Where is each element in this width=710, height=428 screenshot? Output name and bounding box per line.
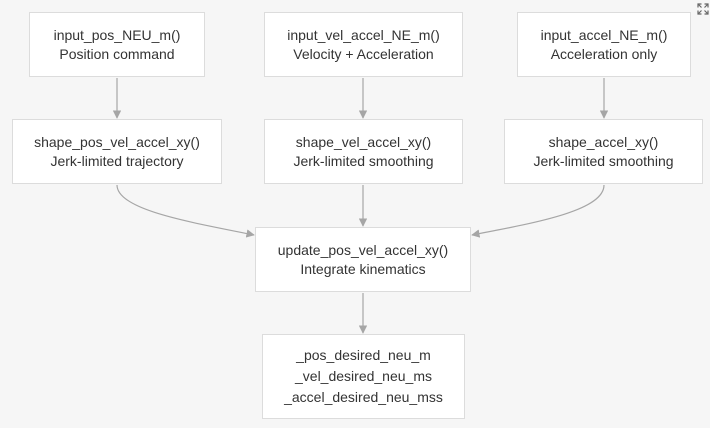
node-update: update_pos_vel_accel_xy() Integrate kine…	[255, 227, 471, 292]
node-shape-acc: shape_accel_xy() Jerk-limited smoothing	[504, 119, 703, 184]
node-shape-pos-desc: Jerk-limited trajectory	[50, 152, 184, 169]
output-accel-desired: _accel_desired_neu_mss	[284, 389, 443, 405]
node-input-vel-desc: Velocity + Acceleration	[293, 45, 434, 62]
node-update-name: update_pos_vel_accel_xy()	[277, 241, 449, 258]
fullscreen-expand-icon[interactable]	[697, 3, 709, 15]
node-input-vel-name: input_vel_accel_NE_m()	[287, 26, 440, 43]
edge-shape-acc-to-update	[471, 184, 605, 238]
node-shape-acc-name: shape_accel_xy()	[548, 133, 659, 150]
node-update-desc: Integrate kinematics	[300, 260, 426, 277]
node-input-pos-desc: Position command	[59, 45, 175, 62]
node-shape-vel-desc: Jerk-limited smoothing	[293, 152, 434, 169]
node-output: _pos_desired_neu_m _vel_desired_neu_ms _…	[262, 334, 465, 419]
node-shape-vel: shape_vel_accel_xy() Jerk-limited smooth…	[264, 119, 463, 184]
output-pos-desired: _pos_desired_neu_m	[296, 347, 431, 363]
node-input-acc-desc: Acceleration only	[550, 45, 658, 62]
node-input-pos: input_pos_NEU_m() Position command	[29, 12, 205, 77]
edges-group	[112, 78, 609, 334]
node-input-acc: input_accel_NE_m() Acceleration only	[517, 12, 691, 77]
node-shape-vel-name: shape_vel_accel_xy()	[295, 133, 432, 150]
node-input-vel: input_vel_accel_NE_m() Velocity + Accele…	[264, 12, 463, 77]
node-input-acc-name: input_accel_NE_m()	[540, 26, 668, 43]
node-shape-acc-desc: Jerk-limited smoothing	[533, 152, 674, 169]
node-shape-pos-name: shape_pos_vel_accel_xy()	[34, 133, 200, 150]
node-input-pos-name: input_pos_NEU_m()	[53, 26, 181, 43]
edge-shape-pos-to-update	[116, 184, 255, 238]
output-vel-desired: _vel_desired_neu_ms	[295, 368, 432, 384]
node-shape-pos: shape_pos_vel_accel_xy() Jerk-limited tr…	[12, 119, 222, 184]
